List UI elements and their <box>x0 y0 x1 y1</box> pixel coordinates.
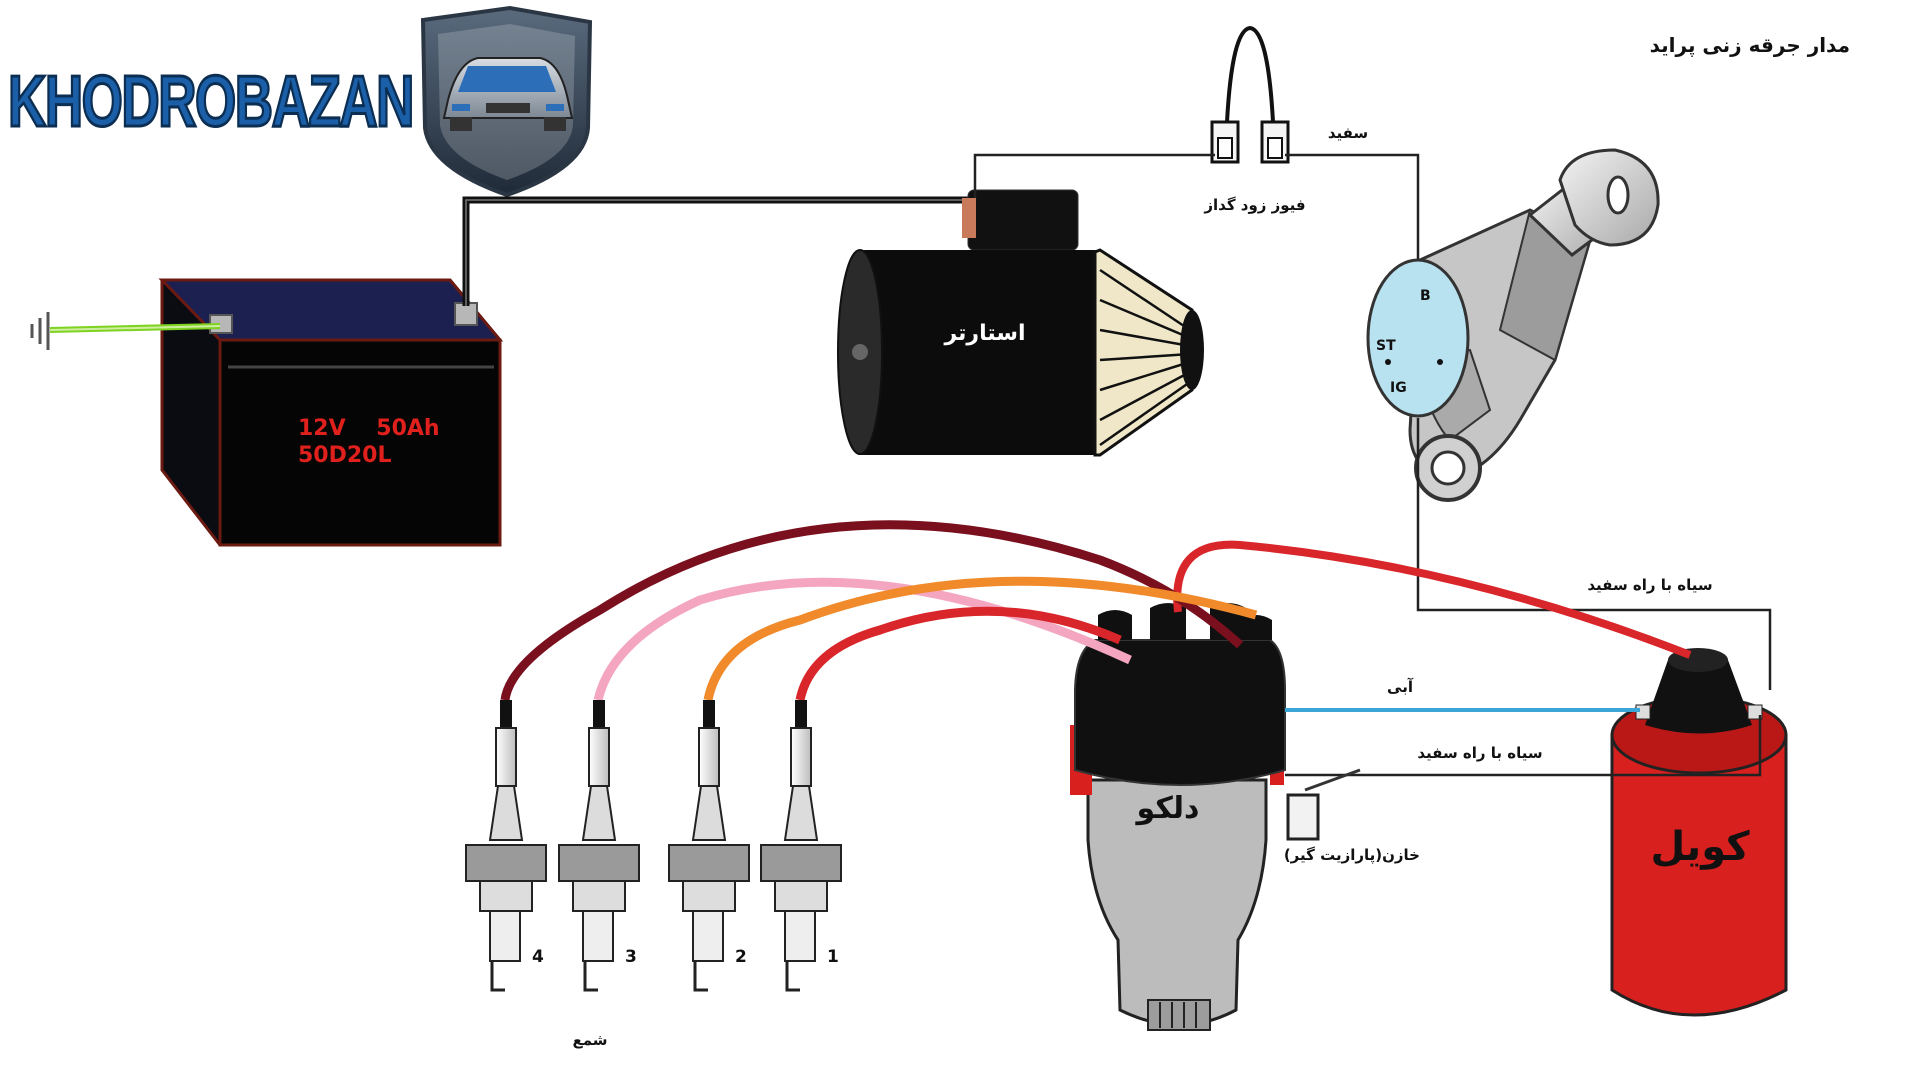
plug-number-1: 1 <box>827 947 839 967</box>
wire-label-mid: سیاه با راه سفید <box>1417 744 1542 762</box>
spark-plugs-label: شمع <box>572 1031 607 1049</box>
ground-symbol <box>30 312 221 350</box>
terminal-b: B <box>1420 288 1431 304</box>
distributor: دلکو <box>1070 603 1286 1031</box>
battery-rating: 12V 50Ah <box>298 416 440 441</box>
plug-number-2: 2 <box>735 947 747 967</box>
shield-car-icon <box>420 5 593 198</box>
spark-plug-1 <box>760 700 842 992</box>
wire-label-top: سیاه با راه سفید <box>1587 576 1712 594</box>
diagram-title: مدار جرقه زنی پراید <box>1650 33 1850 58</box>
blue-wire-label: آبی <box>1387 678 1414 696</box>
plug-number-3: 3 <box>625 947 637 967</box>
spark-plug-2 <box>668 700 750 992</box>
coil-high-tension-lead <box>1173 540 1692 659</box>
black-white-wire-ignition-coil <box>1416 418 1772 690</box>
spark-plug-4 <box>465 700 547 992</box>
plug-lead-1 <box>795 606 1122 702</box>
spark-plug-3 <box>558 700 640 992</box>
logo-text: KHODROBAZAN <box>8 62 413 142</box>
ignition-switch: B ST IG <box>1366 208 1592 502</box>
black-white-wire-distributor-coil <box>1285 715 1762 777</box>
plug-lead-2 <box>703 576 1258 701</box>
fuse-label: فیوز زود گداز <box>1203 196 1305 214</box>
distributor-label: دلکو <box>1135 791 1200 826</box>
coil-positive-terminal <box>1747 704 1763 720</box>
plug-number-4: 4 <box>532 947 544 967</box>
fusible-link: فیوز زود گداز <box>1203 25 1306 214</box>
white-wire-label: سفید <box>1328 124 1368 142</box>
logo: KHODROBAZAN <box>7 5 593 198</box>
starter-motor: استارتر <box>837 189 1204 457</box>
battery-positive-terminal <box>454 302 478 326</box>
ignition-coil: کویل <box>1610 648 1788 1017</box>
battery: 12V 50Ah 50D20L <box>158 278 504 547</box>
starter-terminal <box>962 198 976 238</box>
starter-label: استارتر <box>943 321 1025 346</box>
terminal-ig: IG <box>1390 380 1407 396</box>
ignition-key-icon <box>1527 148 1660 257</box>
capacitor: خازن(پارازیت گیر) <box>1284 768 1420 865</box>
coil-label: کویل <box>1650 824 1750 870</box>
capacitor-label: خازن(پارازیت گیر) <box>1284 846 1420 865</box>
battery-model: 50D20L <box>298 443 392 468</box>
terminal-st: ST <box>1376 338 1396 354</box>
plug-lead-4 <box>500 520 1244 701</box>
white-wire <box>973 153 1420 290</box>
